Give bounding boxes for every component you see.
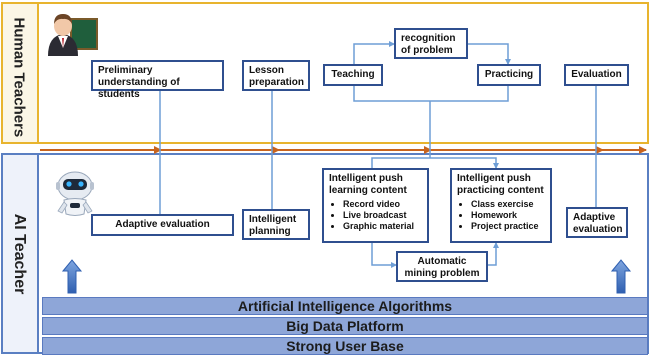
- push-practicing-title: Intelligent push practicing content: [457, 173, 544, 196]
- list-item: Class exercise: [471, 199, 545, 210]
- connectors: [159, 41, 597, 268]
- ai-lane-header: [3, 155, 37, 352]
- push-learning-box: Intelligent push learning content Record…: [322, 168, 429, 243]
- push-practicing-box: Intelligent push practicing content Clas…: [450, 168, 552, 243]
- layer-big-data: Big Data Platform: [42, 317, 648, 335]
- up-arrow-icon: [610, 259, 632, 294]
- list-item: Homework: [471, 210, 545, 221]
- ai-lane-title: AI Teacher: [11, 213, 28, 295]
- teacher-icon: [48, 14, 98, 56]
- robot-icon: [56, 171, 94, 216]
- layer-ai-algorithms: Artificial Intelligence Algorithms: [42, 297, 648, 315]
- list-item: Live broadcast: [343, 210, 422, 221]
- adaptive-evaluation-right-box: Adaptive evaluation: [566, 207, 628, 238]
- human-lane-header: [3, 4, 37, 142]
- list-item: Record video: [343, 199, 422, 210]
- human-lane-title: Human Teachers: [10, 17, 28, 138]
- layer-user-base: Strong User Base: [42, 337, 648, 355]
- adaptive-evaluation-box: Adaptive evaluation: [91, 214, 234, 236]
- lesson-preparation-box: Lesson preparation: [242, 60, 310, 91]
- evaluation-box: Evaluation: [564, 64, 629, 86]
- list-item: Graphic material: [343, 221, 422, 232]
- intelligent-planning-box: Intelligent planning: [242, 209, 310, 240]
- list-item: Project practice: [471, 221, 545, 232]
- push-learning-title: Intelligent push learning content: [329, 173, 407, 196]
- recognition-of-problem-box: recognition of problem: [394, 28, 468, 59]
- timeline-arrowheads: [154, 146, 647, 154]
- up-arrow-icon: [61, 259, 83, 294]
- teaching-box: Teaching: [323, 64, 383, 86]
- automatic-mining-box: Automatic mining problem: [396, 251, 488, 282]
- preliminary-understanding-box: Preliminary understanding of students: [91, 60, 224, 100]
- practicing-box: Practicing: [477, 64, 541, 86]
